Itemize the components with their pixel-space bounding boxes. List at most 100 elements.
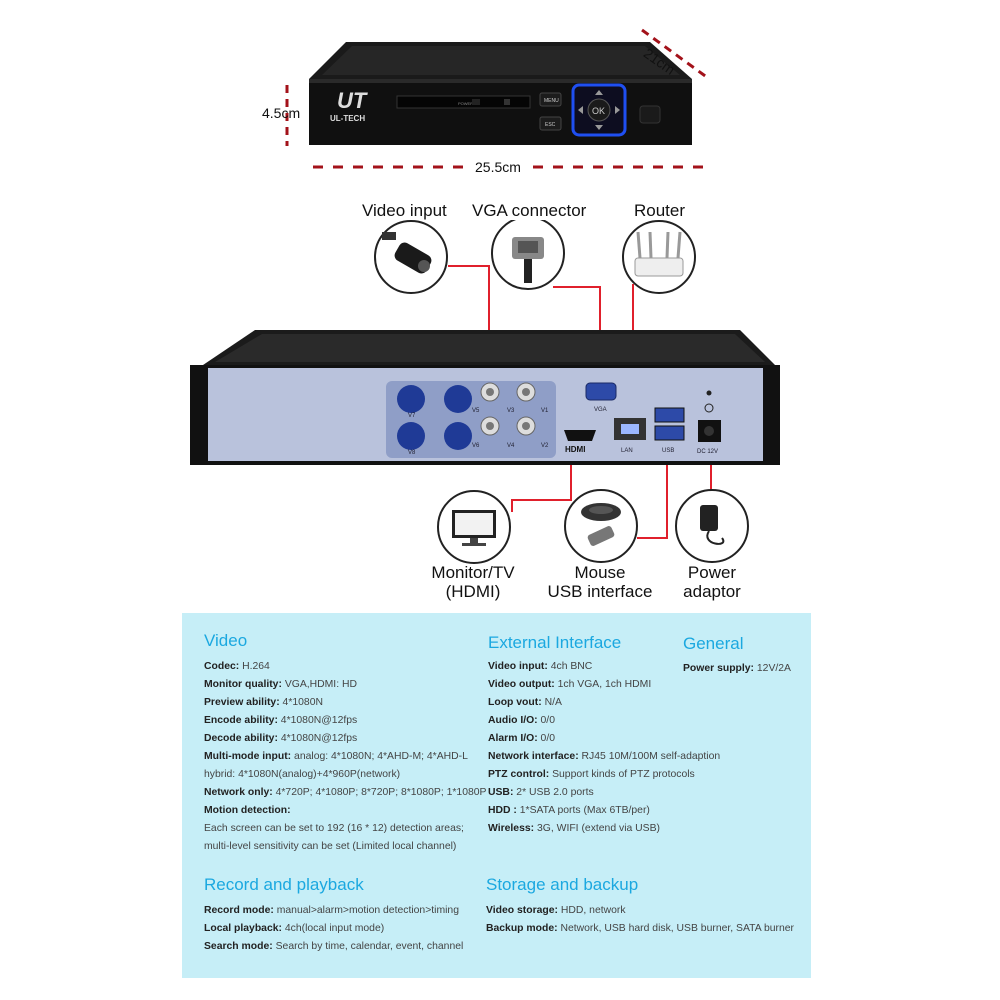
spec-row: Motion detection: xyxy=(204,805,291,817)
spec-continuation: hybrid: 4*1080N(analog)+4*960P(network) xyxy=(204,769,401,780)
spec-label: Alarm I/O: xyxy=(488,733,538,744)
spec-value: 0/0 xyxy=(540,715,555,726)
spec-row: Power supply: 12V/2A xyxy=(683,663,791,675)
spec-row: Preview ability: 4*1080N xyxy=(204,697,323,709)
dvr-front-illustration: POWER UT UL-TECH MENU ESC OK xyxy=(285,28,709,169)
spec-value: 3G, WIFI (extend via USB) xyxy=(537,823,660,834)
reset-hole xyxy=(706,390,712,396)
power-adaptor-label-line1: Power xyxy=(687,563,737,582)
spec-label: PTZ control: xyxy=(488,769,550,780)
esc-button-label: ESC xyxy=(545,122,556,128)
spec-label: Video input: xyxy=(488,661,548,672)
spec-value: 4ch(local input mode) xyxy=(284,923,385,934)
channel-label-v6: V6 xyxy=(472,443,480,449)
router-icon xyxy=(622,220,696,294)
menu-button[interactable] xyxy=(539,92,562,107)
spec-label: HDD : xyxy=(488,805,517,816)
video-input-label: Video input xyxy=(362,201,447,220)
power-adaptor-label-line2: adaptor xyxy=(683,582,741,601)
spec-row: Alarm I/O: 0/0 xyxy=(488,733,555,745)
spec-label: Local playback: xyxy=(204,923,282,934)
power-indicator-label: POWER xyxy=(458,101,473,106)
spec-label: Decode ability: xyxy=(204,733,278,744)
spec-label: Video storage: xyxy=(486,905,558,916)
spec-row: Decode ability: 4*1080N@12fps xyxy=(204,733,357,745)
channel-label-v2: V2 xyxy=(541,443,549,449)
arrow-left-icon[interactable] xyxy=(578,106,583,114)
arrow-right-icon[interactable] xyxy=(615,106,620,114)
bnc-v7 xyxy=(397,385,425,413)
mouse-usb-label: Mouse USB interface xyxy=(538,563,662,601)
lan-port-label: LAN xyxy=(621,448,633,454)
spec-label: Audio I/O: xyxy=(488,715,538,726)
spec-label: Power supply: xyxy=(683,663,755,674)
bnc-port-v1[interactable] xyxy=(516,382,536,402)
mouse-usb-label-line2: USB interface xyxy=(547,582,653,601)
esc-button[interactable] xyxy=(539,116,562,131)
height-dimension-label: 4.5cm xyxy=(262,105,301,121)
channel-label-v4: V4 xyxy=(507,443,515,449)
channel-label-v5: V5 xyxy=(472,408,480,414)
usb-port-top[interactable] xyxy=(654,407,685,423)
bnc-v6 xyxy=(444,422,472,450)
usb-port-label: USB xyxy=(662,448,674,454)
section-title-general: General xyxy=(683,634,744,653)
ir-window xyxy=(639,105,661,124)
dc-port-label: DC 12V xyxy=(697,449,718,455)
monitor-tv-label-line1: Monitor/TV xyxy=(431,563,515,582)
spec-label: Monitor quality: xyxy=(204,679,282,690)
spec-label: Network only: xyxy=(204,787,273,798)
ground-icon xyxy=(704,403,714,413)
usb-connector-line xyxy=(637,438,668,539)
channel-label-v1: V1 xyxy=(541,408,549,414)
bnc-port-v2[interactable] xyxy=(516,416,536,436)
spec-row: Record mode: manual>alarm>motion detecti… xyxy=(204,905,459,917)
arrow-down-icon[interactable] xyxy=(595,125,603,130)
menu-button-label: MENU xyxy=(544,98,559,104)
bnc-v5 xyxy=(444,385,472,413)
section-title-external-interface: External Interface xyxy=(488,633,622,652)
spec-row: Network interface: RJ45 10M/100M self-ad… xyxy=(488,751,720,763)
bnc-port-v3[interactable] xyxy=(480,382,500,402)
spec-value: 1*SATA ports (Max 6TB/per) xyxy=(519,805,650,816)
spec-row: Codec: H.264 xyxy=(204,661,270,673)
section-title-record-playback: Record and playback xyxy=(204,875,364,894)
spec-label: Record mode: xyxy=(204,905,274,916)
arrow-up-icon[interactable] xyxy=(595,90,603,95)
spec-value: N/A xyxy=(544,697,562,708)
spec-value: Support kinds of PTZ protocols xyxy=(552,769,695,780)
spec-value: 1ch VGA, 1ch HDMI xyxy=(557,679,652,690)
spec-value: 2* USB 2.0 ports xyxy=(516,787,594,798)
spec-label: Search mode: xyxy=(204,941,273,952)
bnc-v8 xyxy=(397,422,425,450)
mouse-icon xyxy=(564,489,638,563)
spec-row: Network only: 4*720P; 4*1080P; 8*720P; 8… xyxy=(204,787,486,799)
spec-label: Encode ability: xyxy=(204,715,278,726)
channel-label-v3: V3 xyxy=(507,408,515,414)
spec-row: Search mode: Search by time, calendar, e… xyxy=(204,941,463,953)
ok-button-label[interactable]: OK xyxy=(592,106,605,116)
vga-connector-label: VGA connector xyxy=(472,201,587,220)
spec-value: VGA,HDMI: HD xyxy=(284,679,357,690)
hdmi-port[interactable] xyxy=(564,430,596,441)
brand-logo-text: UL-TECH xyxy=(330,114,365,123)
specifications-panel: Video Codec: H.264 Monitor quality: VGA,… xyxy=(182,613,811,978)
spec-row: HDD : 1*SATA ports (Max 6TB/per) xyxy=(488,805,650,817)
spec-label: Network interface: xyxy=(488,751,579,762)
monitor-tv-label-line2: (HDMI) xyxy=(445,582,501,601)
spec-row: Backup mode: Network, USB hard disk, USB… xyxy=(486,923,794,935)
spec-value: H.264 xyxy=(242,661,270,672)
spec-row: Video output: 1ch VGA, 1ch HDMI xyxy=(488,679,651,691)
bnc-port-v4[interactable] xyxy=(480,416,500,436)
monitor-tv-label: Monitor/TV (HDMI) xyxy=(414,563,532,601)
spec-continuation: multi-level sensitivity can be set (Limi… xyxy=(204,841,457,852)
spec-value: analog: 4*1080N; 4*AHD-M; 4*AHD-L xyxy=(294,751,468,762)
spec-value: 12V/2A xyxy=(756,663,791,674)
spec-value: 4ch BNC xyxy=(550,661,593,672)
spec-value: Search by time, calendar, event, channel xyxy=(275,941,464,952)
spec-row: Video input: 4ch BNC xyxy=(488,661,592,673)
usb-port-bottom[interactable] xyxy=(654,425,685,441)
section-title-video: Video xyxy=(204,631,248,650)
spec-row: Wireless: 3G, WIFI (extend via USB) xyxy=(488,823,660,835)
vga-port[interactable] xyxy=(585,382,617,401)
